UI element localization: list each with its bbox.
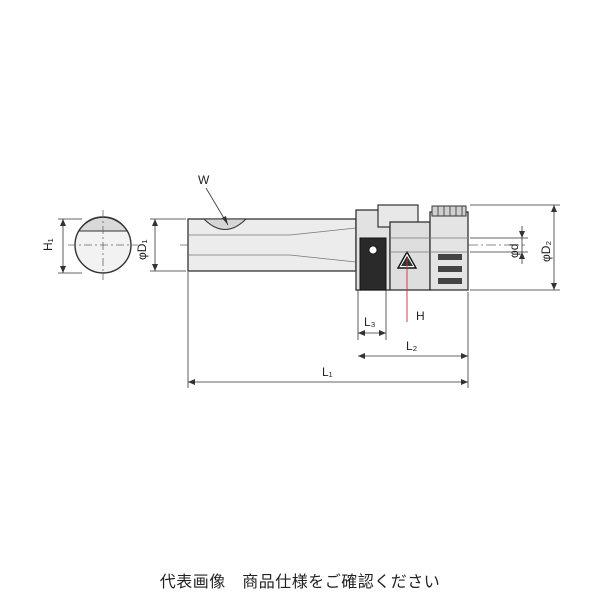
d2-label: φD₂ — [539, 241, 553, 262]
l1-label: L₁ — [322, 365, 333, 379]
h-callout: H — [406, 258, 425, 323]
knurl — [431, 205, 467, 217]
d2-dimension: φD₂ — [470, 204, 560, 291]
d1-dimension: φD₁ — [135, 218, 186, 272]
h1-label: H₁ — [41, 238, 55, 251]
caption: 代表画像 商品仕様をご確認ください — [159, 572, 441, 591]
shank-flat — [202, 218, 248, 230]
end-view: H₁ — [41, 210, 138, 280]
l2-label: L₂ — [406, 339, 418, 353]
l2-dimension: L₂ — [358, 292, 469, 362]
d-dimension: φd — [470, 226, 528, 264]
l1-dimension: L₁ — [187, 272, 469, 388]
dark-ring — [359, 237, 387, 291]
front-head — [429, 211, 469, 291]
w-label: W — [198, 173, 210, 187]
w-callout: W — [198, 173, 229, 226]
side-view — [180, 204, 525, 291]
d-label: φd — [507, 244, 521, 258]
shank — [187, 218, 357, 272]
l3-label: L₃ — [364, 315, 376, 329]
h-label: H — [416, 309, 425, 323]
d1-label: φD₁ — [135, 240, 149, 261]
l3-dimension: L₃ — [357, 290, 387, 340]
end-view-flat — [78, 216, 128, 232]
